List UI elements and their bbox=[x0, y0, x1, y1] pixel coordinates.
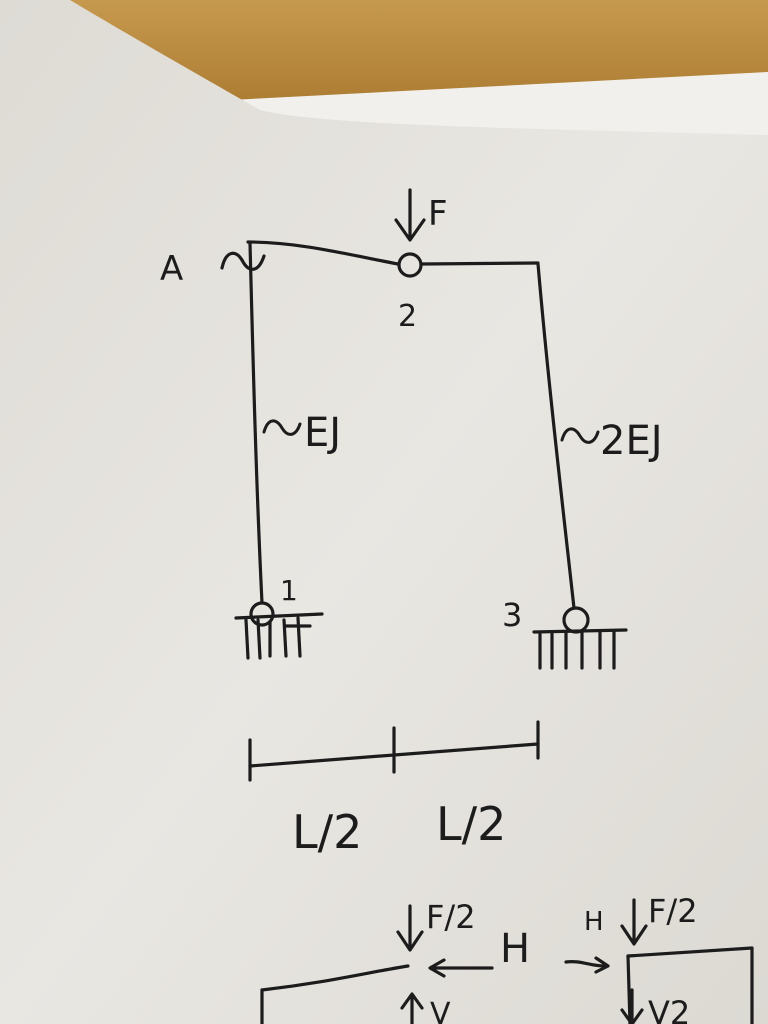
left-column bbox=[248, 241, 264, 605]
fb-v-arrow-right bbox=[620, 988, 644, 1024]
hinge-1 bbox=[249, 601, 275, 627]
fb-top-line-left bbox=[260, 964, 410, 992]
fb-label-h-right: H bbox=[584, 907, 604, 937]
label-node-3: 3 bbox=[502, 596, 522, 634]
label-f: F bbox=[428, 194, 448, 234]
support-3-ground bbox=[532, 628, 628, 634]
fb-label-v-right: V2 bbox=[648, 994, 690, 1024]
label-ej: EJ bbox=[304, 410, 341, 456]
label-span-left: L/2 bbox=[292, 805, 362, 859]
tilde-right bbox=[560, 427, 600, 444]
top-beam-right bbox=[420, 261, 540, 266]
fb-v-arrow-left bbox=[400, 992, 424, 1024]
fb-inner-left bbox=[626, 954, 632, 1024]
fb-top-line-right bbox=[626, 946, 754, 1024]
support-1-ground bbox=[234, 612, 324, 620]
load-arrow-head bbox=[394, 218, 426, 242]
fb-label-left-force: F/2 bbox=[426, 898, 476, 936]
right-column bbox=[536, 262, 576, 610]
label-2ej: 2EJ bbox=[600, 418, 663, 464]
label-node-2: 2 bbox=[398, 299, 417, 334]
fb-label-h-left: H bbox=[500, 926, 530, 972]
fb-h-arrow-left bbox=[428, 958, 494, 978]
fb-label-right-force: F/2 bbox=[648, 892, 698, 930]
support-1-hatch bbox=[244, 616, 312, 660]
fb-h-arrow-right bbox=[564, 956, 610, 974]
fb-right-arrow bbox=[620, 898, 648, 946]
label-a: A bbox=[160, 249, 183, 289]
label-node-1: 1 bbox=[280, 574, 298, 607]
top-beam-left bbox=[246, 240, 400, 266]
fb-left-arrow bbox=[396, 904, 424, 952]
squiggle-a bbox=[220, 251, 266, 271]
label-span-right: L/2 bbox=[436, 797, 506, 851]
fb-label-v-left: V bbox=[430, 997, 451, 1024]
support-3-hatch bbox=[538, 630, 616, 670]
tilde-left bbox=[262, 419, 302, 436]
